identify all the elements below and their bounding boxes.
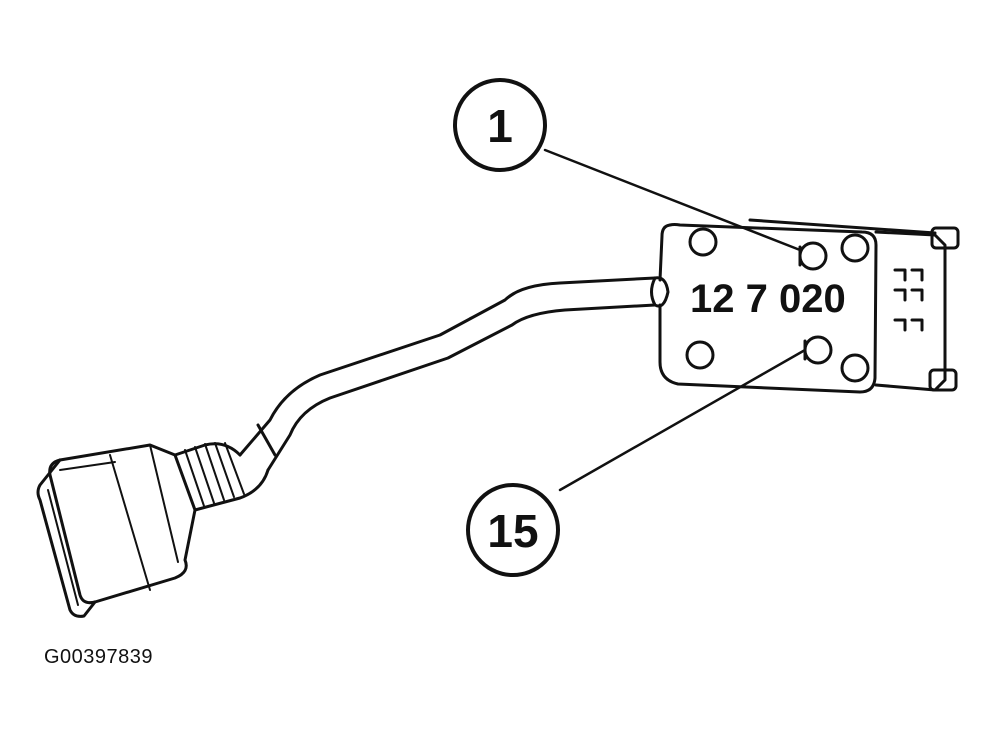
callout-label-15: 15 [487, 505, 538, 557]
callout-circle-15 [466, 483, 560, 577]
cable [238, 276, 657, 472]
callout-label-1: 1 [487, 100, 513, 152]
strain-relief [173, 423, 277, 512]
leader-line-15 [558, 348, 807, 492]
leader-line-1 [543, 148, 802, 252]
plug-connector [36, 443, 197, 618]
callout-circle-1 [453, 78, 547, 172]
sensor-housing [650, 218, 960, 394]
mounting-holes [685, 227, 870, 383]
figure-id: G00397839 [44, 646, 154, 668]
part-code-label: 12 7 020 [690, 277, 846, 321]
